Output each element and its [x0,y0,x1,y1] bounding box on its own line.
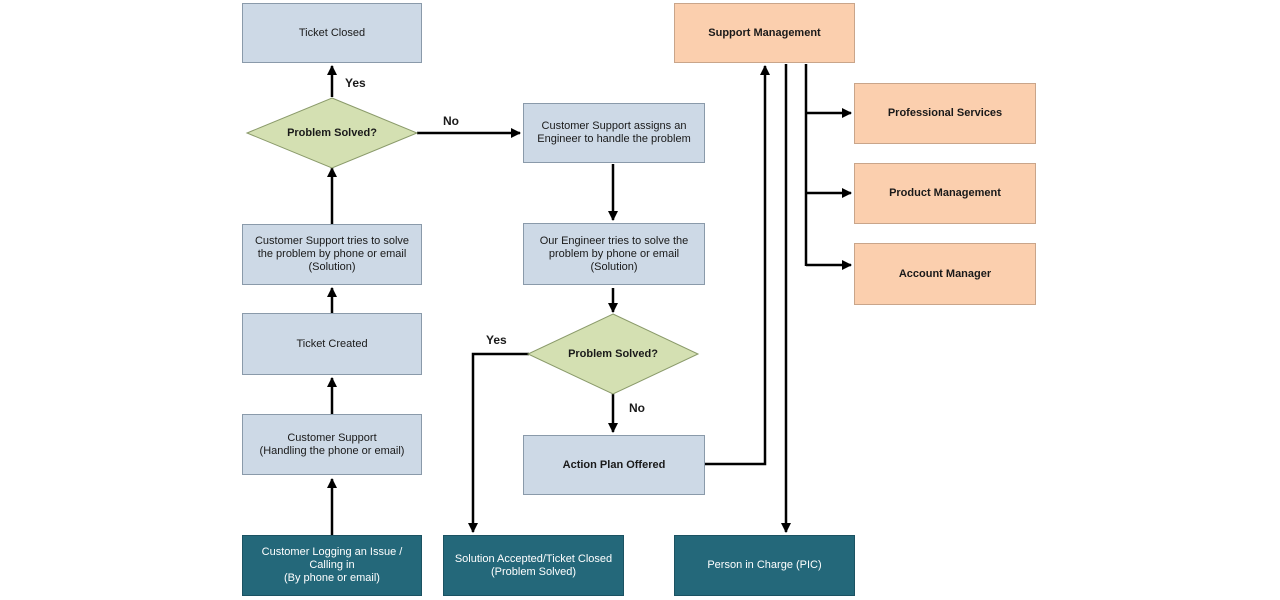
edge-action-to-management [705,65,770,466]
edge-label-yes-2: Yes [486,333,507,347]
node-ticket-created: Ticket Created [242,313,422,375]
node-engineer-tries: Our Engineer tries to solve the problem … [523,223,705,285]
node-professional-services: Professional Services [854,83,1036,144]
edge-label-no-2: No [629,401,645,415]
node-customer-logging: Customer Logging an Issue / Calling in (… [242,535,422,596]
edge-decision2-yes [468,352,529,533]
node-support-management: Support Management [674,3,855,63]
node-cs-tries: Customer Support tries to solve the prob… [242,224,422,285]
node-customer-support: Customer Support (Handling the phone or … [242,414,422,475]
edge-label-yes-1: Yes [345,76,366,90]
node-person-in-charge: Person in Charge (PIC) [674,535,855,596]
node-account-manager: Account Manager [854,243,1036,305]
node-problem-solved-2: Problem Solved? [568,348,658,360]
edge-label-no-1: No [443,114,459,128]
node-problem-solved-1: Problem Solved? [287,127,377,139]
node-product-management: Product Management [854,163,1036,224]
decision-diamond-1 [245,97,419,169]
node-ticket-closed: Ticket Closed [242,3,422,63]
node-solution-accepted: Solution Accepted/Ticket Closed (Problem… [443,535,624,596]
node-action-plan: Action Plan Offered [523,435,705,495]
node-cs-assigns: Customer Support assigns an Engineer to … [523,103,705,163]
decision-diamond-2 [526,313,700,395]
